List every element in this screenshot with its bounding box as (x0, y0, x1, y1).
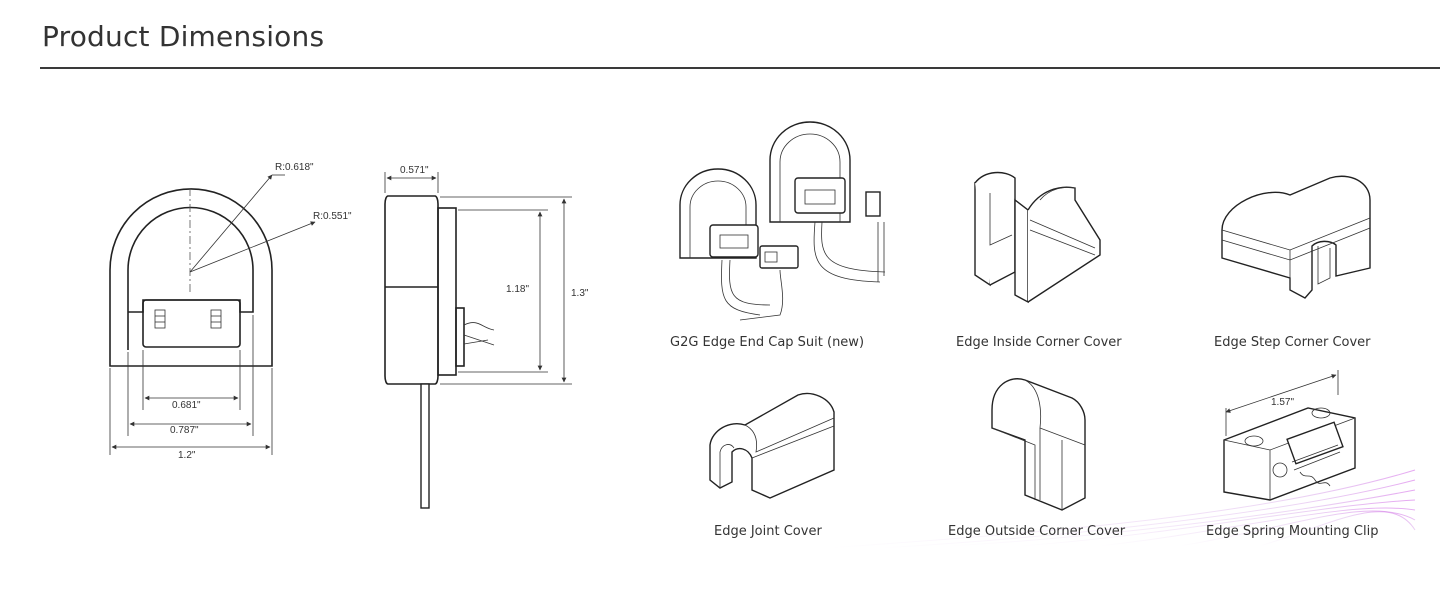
dim-depth: 0.571" (400, 165, 429, 176)
outside-corner-cover-illustration (991, 378, 1086, 511)
decorative-light-streaks (829, 469, 1416, 549)
dim-radius-inner: R:0.551" (313, 211, 352, 222)
spring-mounting-clip-illustration (1223, 370, 1356, 501)
inside-corner-cover-illustration (974, 171, 1101, 304)
caption-step-corner-cover: Edge Step Corner Cover (1214, 335, 1371, 350)
caption-end-cap-suit: G2G Edge End Cap Suit (new) (670, 335, 864, 350)
step-corner-cover-illustration (1221, 175, 1371, 299)
joint-cover-illustration (709, 392, 835, 499)
front-view-drawing (109, 174, 316, 455)
dim-height-118: 1.18" (506, 284, 529, 295)
dim-width-12: 1.2" (178, 450, 196, 461)
dim-radius-outer: R:0.618" (275, 162, 314, 173)
caption-outside-corner-cover: Edge Outside Corner Cover (948, 524, 1126, 539)
caption-spring-mounting-clip: Edge Spring Mounting Clip (1206, 524, 1378, 539)
end-cap-suit-illustration (679, 121, 886, 321)
dim-clip-width: 1.57" (1271, 397, 1294, 408)
dim-width-0787: 0.787" (170, 425, 199, 436)
caption-joint-cover: Edge Joint Cover (714, 524, 822, 539)
dim-width-0681: 0.681" (172, 400, 201, 411)
title-divider (40, 67, 1440, 69)
page-title: Product Dimensions (42, 20, 325, 53)
side-view-drawing (384, 172, 572, 509)
caption-inside-corner-cover: Edge Inside Corner Cover (956, 335, 1122, 350)
dim-height-13: 1.3" (571, 288, 589, 299)
